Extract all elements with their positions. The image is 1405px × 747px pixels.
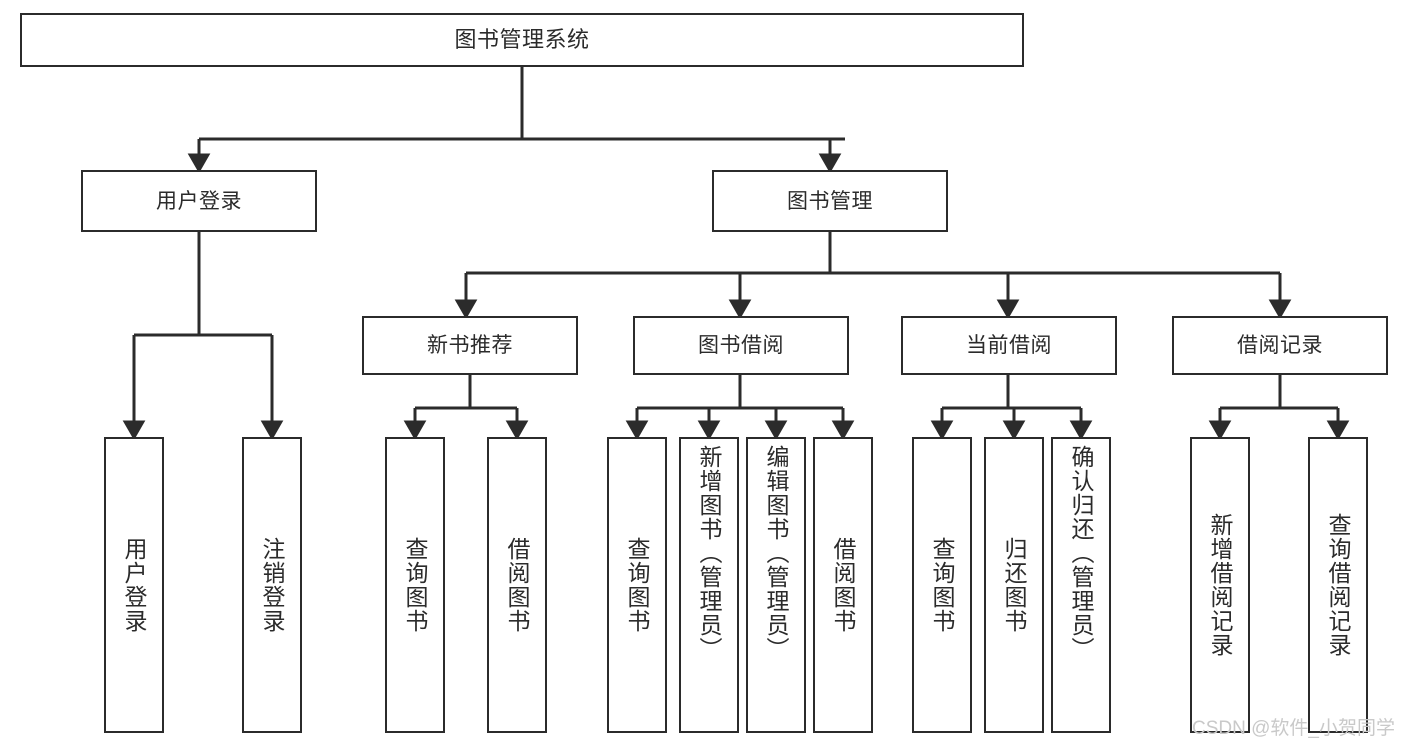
leaf-borrow-book-recommend[interactable]: 借阅图书 (487, 437, 547, 733)
leaf-query-borrow-record[interactable]: 查询借阅记录 (1308, 437, 1368, 733)
leaf-logout-label: 注销登录 (259, 537, 286, 633)
node-book-management[interactable]: 图书管理 (712, 170, 948, 232)
leaf-query-book-current[interactable]: 查询图书 (912, 437, 972, 733)
leaf-edit-book-admin-label: 编辑图书（管理员） (763, 445, 790, 661)
csdn-watermark: CSDN @软件_小贺同学 (1192, 718, 1395, 739)
node-user-login[interactable]: 用户登录 (81, 170, 317, 232)
leaf-confirm-return-admin-label: 确认归还（管理员） (1068, 445, 1095, 661)
leaf-add-borrow-record[interactable]: 新增借阅记录 (1190, 437, 1250, 733)
leaf-lend-book-label: 借阅图书 (830, 537, 857, 633)
node-root[interactable]: 图书管理系统 (20, 13, 1024, 67)
node-book-borrow[interactable]: 图书借阅 (633, 316, 849, 375)
node-new-book-recommend[interactable]: 新书推荐 (362, 316, 578, 375)
leaf-user-login-label: 用户登录 (121, 537, 148, 633)
leaf-query-borrow-record-label: 查询借阅记录 (1325, 513, 1352, 657)
node-book-borrow-label: 图书借阅 (698, 334, 784, 357)
leaf-user-login[interactable]: 用户登录 (104, 437, 164, 733)
leaf-add-borrow-record-label: 新增借阅记录 (1207, 513, 1234, 657)
node-borrow-records[interactable]: 借阅记录 (1172, 316, 1388, 375)
node-user-login-label: 用户登录 (156, 189, 242, 213)
leaf-query-book-recommend[interactable]: 查询图书 (385, 437, 445, 733)
node-borrow-records-label: 借阅记录 (1237, 334, 1323, 357)
leaf-add-book-admin-label: 新增图书（管理员） (696, 445, 723, 661)
leaf-query-book-borrow[interactable]: 查询图书 (607, 437, 667, 733)
leaf-return-book-label: 归还图书 (1001, 537, 1028, 633)
node-current-borrow[interactable]: 当前借阅 (901, 316, 1117, 375)
leaf-return-book[interactable]: 归还图书 (984, 437, 1044, 733)
node-book-management-label: 图书管理 (787, 189, 873, 213)
node-current-borrow-label: 当前借阅 (966, 334, 1052, 357)
leaf-query-book-current-label: 查询图书 (929, 537, 956, 633)
leaf-borrow-book-recommend-label: 借阅图书 (504, 537, 531, 633)
leaf-query-book-borrow-label: 查询图书 (624, 537, 651, 633)
leaf-edit-book-admin[interactable]: 编辑图书（管理员） (746, 437, 806, 733)
leaf-add-book-admin[interactable]: 新增图书（管理员） (679, 437, 739, 733)
leaf-lend-book[interactable]: 借阅图书 (813, 437, 873, 733)
node-root-label: 图书管理系统 (454, 27, 590, 52)
leaf-confirm-return-admin[interactable]: 确认归还（管理员） (1051, 437, 1111, 733)
leaf-logout[interactable]: 注销登录 (242, 437, 302, 733)
node-new-book-recommend-label: 新书推荐 (427, 334, 513, 357)
leaf-query-book-recommend-label: 查询图书 (402, 537, 429, 633)
